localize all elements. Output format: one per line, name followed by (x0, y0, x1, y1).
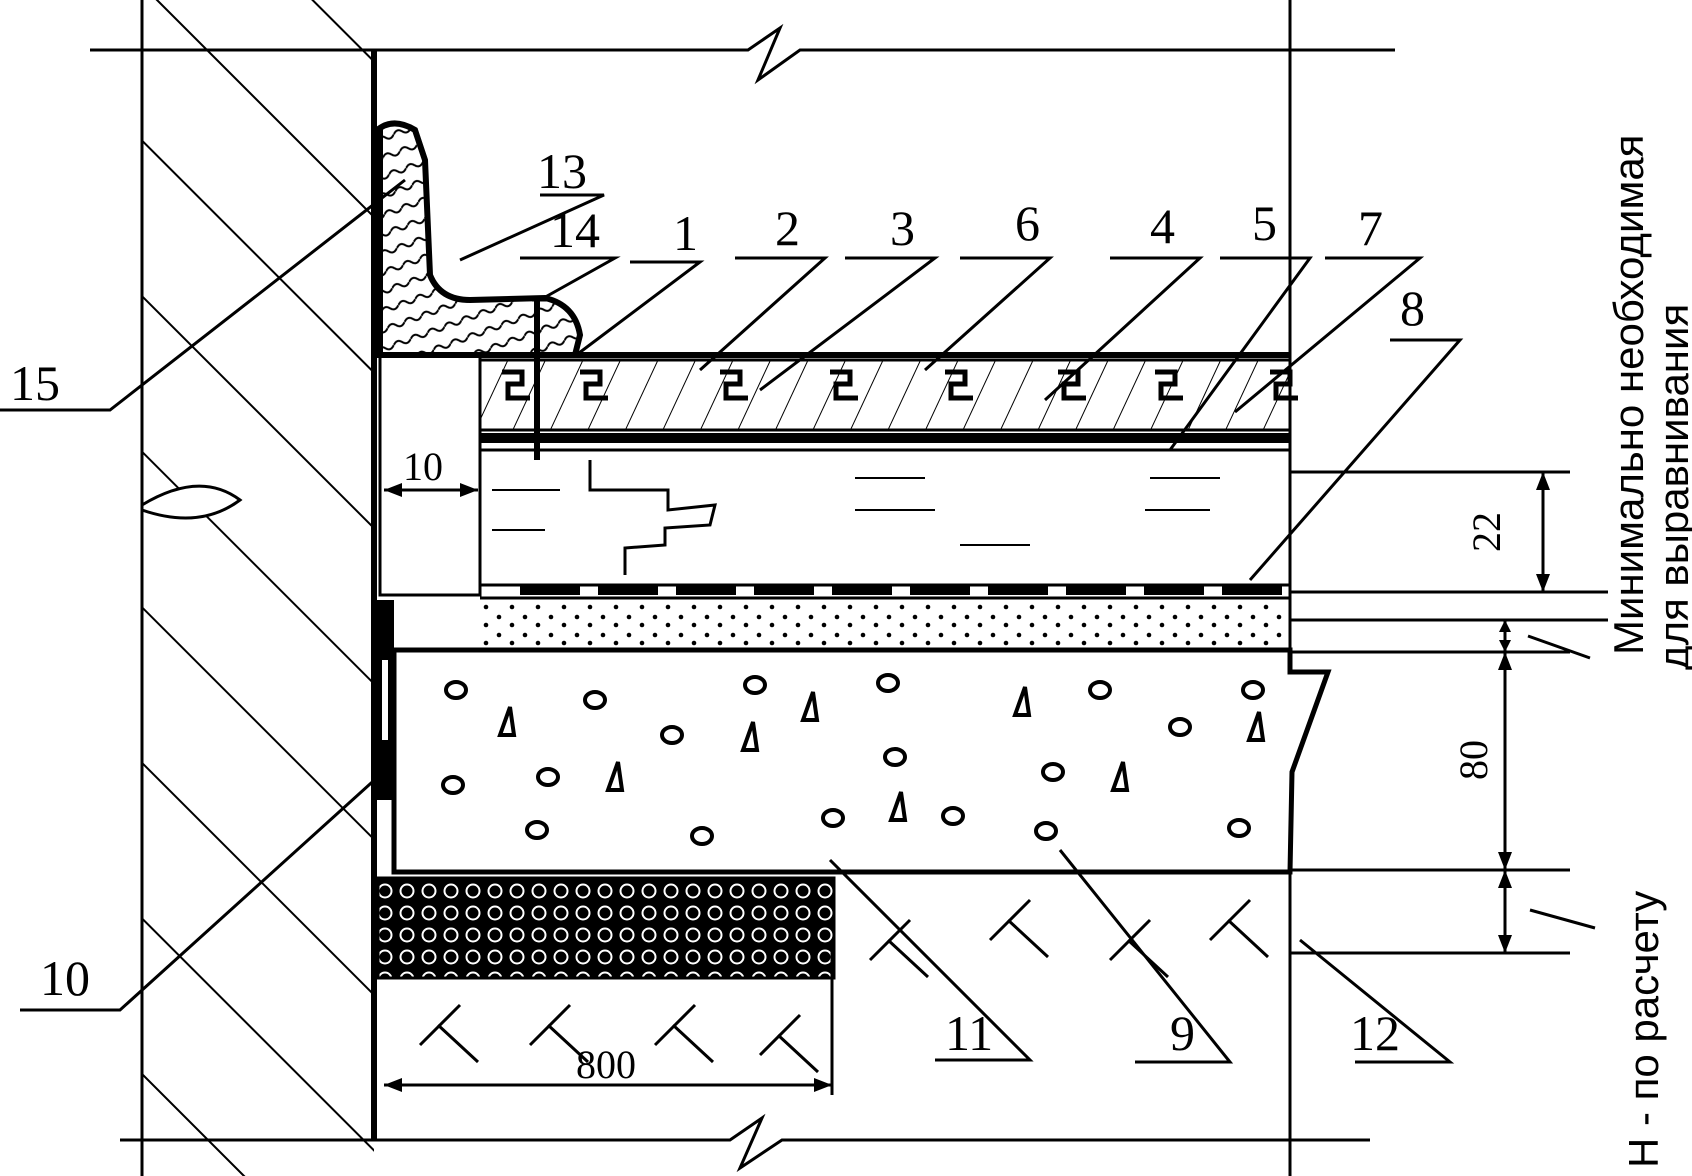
aggregate-stone (821, 808, 845, 828)
aggregate-stone (660, 725, 684, 745)
aggregate-stone (583, 690, 607, 710)
aggregate-chip (1246, 711, 1266, 742)
note-min-leveling-1: Минимально необходимая (1605, 135, 1652, 655)
aggregate-stone (1034, 821, 1058, 841)
label-3: 3 (890, 200, 915, 256)
callout-labels: 13 14 1 2 3 6 4 5 7 8 15 10 11 9 12 (10, 143, 1425, 1061)
aggregate-stone (525, 820, 549, 840)
aggregate-stone (690, 826, 714, 846)
aggregate-stone (941, 806, 965, 826)
leader-lines (0, 178, 1464, 1064)
label-7: 7 (1358, 200, 1383, 256)
aggregate-stone (743, 675, 767, 695)
side-notes: Минимально необходимая для выравнивания … (1605, 135, 1692, 1168)
aggregate-stone (441, 775, 465, 795)
label-14: 14 (550, 202, 600, 258)
label-15: 15 (10, 355, 60, 411)
aggregate-stone (536, 767, 560, 787)
aggregate-stone (1088, 680, 1112, 700)
soil-mark (653, 1003, 715, 1064)
label-13: 13 (537, 143, 587, 199)
sand-layer (480, 602, 1290, 652)
soil-mark (758, 1013, 820, 1074)
masonry-wall (140, 0, 377, 1176)
soil-mark (1208, 898, 1270, 959)
parquet-clip (1155, 369, 1183, 401)
aggregate-chip (800, 691, 820, 722)
note-h-by-calc: Н - по расчету (1620, 891, 1667, 1168)
soil-mark (418, 1003, 480, 1064)
label-1: 1 (673, 205, 698, 261)
leveling-layer (480, 460, 1290, 600)
soil-mark (988, 898, 1050, 959)
parquet-clip (1270, 369, 1298, 401)
expansion-gap (376, 353, 482, 800)
aggregate-stone (1041, 762, 1065, 782)
aggregate-stone (883, 747, 907, 767)
parquet-clip (720, 369, 748, 401)
dim-slab: 80 (1451, 740, 1496, 780)
aggregate-stone (444, 680, 468, 700)
dim-gap: 10 (403, 444, 443, 489)
dim-leveling: 22 (1464, 512, 1509, 552)
label-4: 4 (1150, 198, 1175, 254)
soil-mark (868, 918, 930, 979)
label-8: 8 (1400, 280, 1425, 336)
label-12: 12 (1350, 1005, 1400, 1061)
dimension-lines (384, 470, 1608, 1095)
aggregate-chip (888, 791, 908, 822)
aggregate-stone (1241, 680, 1265, 700)
parquet-layer (478, 352, 1298, 452)
parquet-clip (945, 369, 973, 401)
aggregate-chip (740, 721, 760, 752)
aggregate-stone (1227, 818, 1251, 838)
note-min-leveling-2: для выравнивания (1650, 304, 1692, 670)
aggregate-chip (1110, 761, 1130, 792)
label-2: 2 (775, 200, 800, 256)
gravel-bed (376, 876, 836, 980)
parquet-clip (830, 369, 858, 401)
aggregate-chip (1012, 686, 1032, 717)
parquet-clip (502, 369, 530, 401)
parquet-clip (580, 369, 608, 401)
aggregate-chip (497, 706, 517, 737)
label-10: 10 (40, 950, 90, 1006)
soil (418, 898, 1270, 1074)
aggregate-stone (876, 673, 900, 693)
aggregate-chip (605, 761, 625, 792)
concrete-slab (391, 647, 1332, 875)
label-5: 5 (1252, 195, 1277, 251)
label-9: 9 (1170, 1005, 1195, 1061)
aggregate-stone (1168, 717, 1192, 737)
soil-mark (528, 1003, 590, 1064)
dimension-texts: 10 22 80 800 (403, 444, 1509, 1087)
label-6: 6 (1015, 195, 1040, 251)
label-11: 11 (945, 1005, 993, 1061)
dim-base-width: 800 (576, 1042, 636, 1087)
